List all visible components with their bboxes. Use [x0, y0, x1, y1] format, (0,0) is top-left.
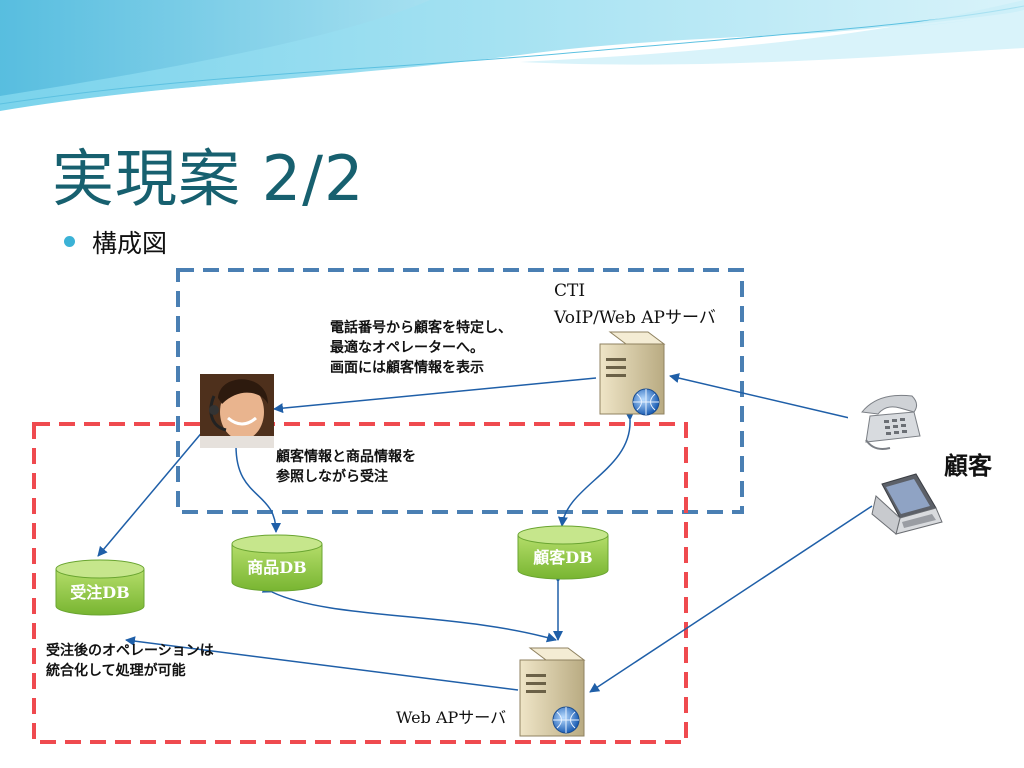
- cti-server-label-line1: CTI: [554, 281, 586, 301]
- operator-photo: [200, 374, 274, 448]
- arrow-product-db-web-ap: [261, 583, 557, 643]
- arrow-operator-product-db: [230, 436, 281, 533]
- arrow-cti-to-operator: [273, 377, 597, 414]
- note-cti-routing: 電話番号から顧客を特定し、 最適なオペレーターへ。 画面には顧客情報を表示: [330, 320, 512, 376]
- cti-zone: [176, 268, 744, 514]
- bullet-text: 構成図: [92, 229, 168, 258]
- customer-db-label: 顧客DB: [533, 548, 592, 567]
- note-post-order: 受注後のオペレーションは 統合化して処理が可能: [46, 643, 214, 679]
- phone-icon: [848, 386, 942, 456]
- bullet-dot: [64, 236, 75, 247]
- slide-title: 実現案 2/2: [52, 142, 365, 215]
- order-db: 受注DB: [55, 559, 145, 616]
- customer-label: 顧客: [944, 451, 992, 480]
- white-block-decoration: [962, 708, 1006, 748]
- arrow-web-ap-to-order-db: [125, 636, 519, 691]
- order-db-label: 受注DB: [70, 583, 129, 602]
- arrow-pc-to-web-ap: [589, 505, 873, 693]
- arrow-operator-to-order-db: [97, 429, 205, 557]
- cti-server-icon: [599, 331, 666, 416]
- arrow-cti-customer-db: [557, 410, 635, 527]
- laptop-icon: [871, 473, 943, 535]
- web-ap-server-label: Web APサーバ: [396, 708, 507, 727]
- web-zone: [32, 422, 688, 744]
- cti-server-label-line2: VoIP/Web APサーバ: [554, 308, 716, 328]
- arrow-phone-to-cti: [669, 373, 859, 421]
- product-db-label: 商品DB: [247, 558, 306, 577]
- header-wave-decoration: [0, 0, 1024, 113]
- note-operator-reference: 顧客情報と商品情報を 参照しながら受注: [276, 449, 416, 485]
- web-ap-server-icon: [519, 647, 586, 737]
- product-db: 商品DB: [231, 534, 323, 592]
- customer-db: 顧客DB: [517, 525, 609, 580]
- white-bar-decoration: [714, 702, 862, 720]
